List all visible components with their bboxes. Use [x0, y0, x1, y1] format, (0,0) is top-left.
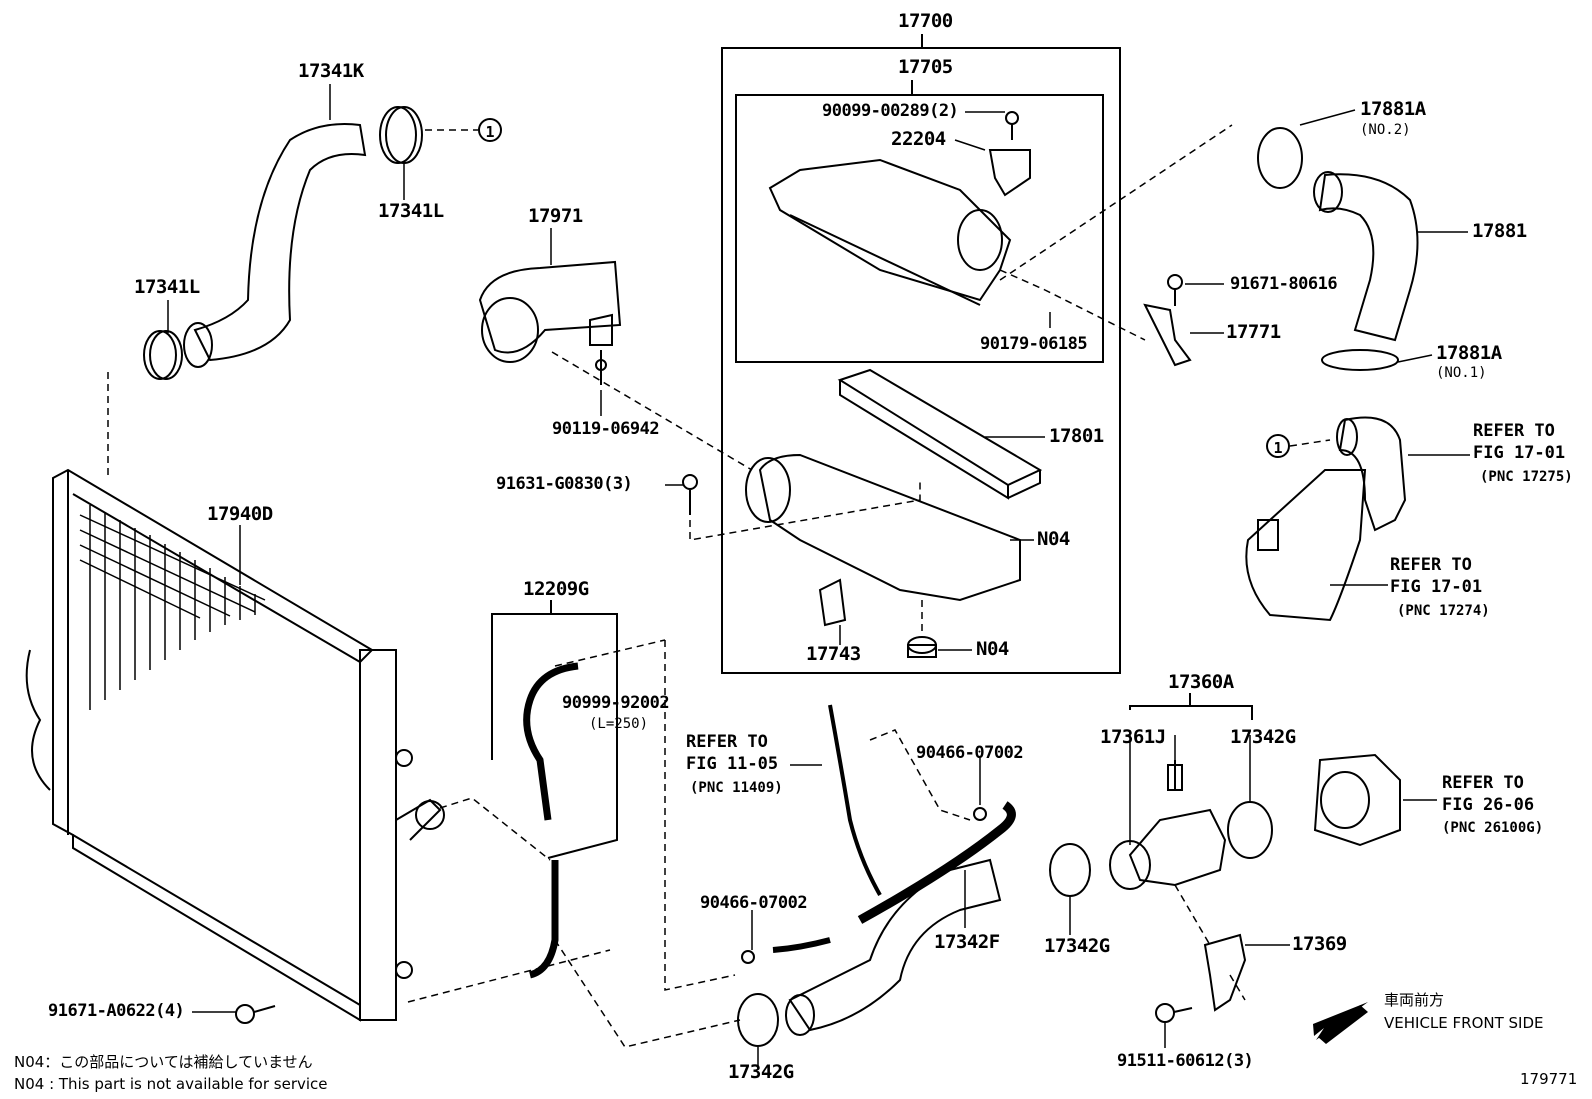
label-91671-A0622[interactable]: 91671-A0622(4) — [48, 1001, 185, 1021]
footnote-en: N04 : This part is not available for ser… — [14, 1075, 328, 1093]
label-90099-00289[interactable]: 90099-00289(2) — [822, 101, 959, 121]
throttle-body — [1313, 753, 1401, 847]
label-17881A-no2[interactable]: 17881A — [1360, 98, 1426, 120]
label-17360A[interactable]: 17360A — [1168, 671, 1234, 693]
label-22204[interactable]: 22204 — [891, 128, 946, 150]
air-cleaner-case — [758, 453, 1021, 602]
refer-to-d-line1[interactable]: REFER TO — [1442, 773, 1524, 793]
refer-to-c-pnc: (PNC 11409) — [690, 780, 783, 796]
label-90466-07002-top[interactable]: 90466-07002 — [916, 743, 1024, 763]
refer-to-d-pnc: (PNC 26100G) — [1442, 820, 1544, 836]
label-17971[interactable]: 17971 — [528, 205, 583, 227]
air-hose-17342F — [788, 858, 1002, 1032]
label-17341K[interactable]: 17341K — [298, 60, 364, 82]
label-90999-length: (L=250) — [589, 716, 649, 732]
refer-to-b-pnc: (PNC 17274) — [1397, 603, 1490, 619]
label-n04-case[interactable]: N04 — [1037, 528, 1070, 550]
label-17801[interactable]: 17801 — [1049, 425, 1104, 447]
label-90999-92002[interactable]: 90999-92002 — [562, 693, 670, 713]
label-17369[interactable]: 17369 — [1292, 933, 1347, 955]
label-17361J[interactable]: 17361J — [1100, 726, 1166, 748]
air-cleaner-cap-box — [735, 94, 1104, 363]
label-17940D[interactable]: 17940D — [207, 503, 273, 525]
label-91631-G0830[interactable]: 91631-G0830(3) — [496, 474, 633, 494]
label-17881A-no2-sub: (NO.2) — [1360, 122, 1411, 138]
label-17881A-no1-sub: (NO.1) — [1436, 365, 1487, 381]
label-17342G-middle[interactable]: 17342G — [1044, 935, 1110, 957]
refer-to-a-line1[interactable]: REFER TO — [1473, 421, 1555, 441]
radiator-core-fins — [79, 505, 266, 710]
refer-to-c-line2[interactable]: FIG 11-05 — [686, 754, 779, 774]
upper-radiator-hose — [193, 123, 367, 362]
hose-clamp-17881A-no2 — [1257, 127, 1303, 189]
vehicle-front-en: VEHICLE FRONT SIDE — [1384, 1014, 1544, 1032]
label-17342G-bottom[interactable]: 17342G — [728, 1061, 794, 1083]
figure-id: 179771 — [1520, 1070, 1578, 1088]
air-intake-duct — [478, 260, 622, 354]
vehicle-front-jp: 車両前方 — [1384, 991, 1445, 1009]
label-17881[interactable]: 17881 — [1472, 220, 1527, 242]
refer-to-a-pnc: (PNC 17275) — [1480, 469, 1573, 485]
label-17771[interactable]: 17771 — [1226, 321, 1281, 343]
label-17700[interactable]: 17700 — [898, 10, 953, 32]
label-90179-06185[interactable]: 90179-06185 — [980, 334, 1088, 354]
label-17342F[interactable]: 17342F — [934, 931, 1000, 953]
refer-to-c-line1[interactable]: REFER TO — [686, 732, 768, 752]
water-outlet — [1245, 469, 1367, 622]
radiator — [25, 468, 445, 1022]
reference-circle-1-right[interactable]: 1 — [1266, 434, 1290, 458]
label-17881A-no1[interactable]: 17881A — [1436, 342, 1502, 364]
label-17341L-left[interactable]: 17341L — [134, 276, 200, 298]
intake-connector — [1338, 416, 1407, 532]
label-91671-80616[interactable]: 91671-80616 — [1230, 274, 1338, 294]
label-90466-07002-bottom[interactable]: 90466-07002 — [700, 893, 808, 913]
label-12209G[interactable]: 12209G — [523, 578, 589, 600]
label-17743[interactable]: 17743 — [806, 643, 861, 665]
label-17341L-top[interactable]: 17341L — [378, 200, 444, 222]
refer-to-b-line1[interactable]: REFER TO — [1390, 555, 1472, 575]
air-cleaner-cap — [768, 158, 1012, 302]
label-n04-bushing[interactable]: N04 — [976, 638, 1009, 660]
label-91511-60612[interactable]: 91511-60612(3) — [1117, 1051, 1254, 1071]
label-90119-06942[interactable]: 90119-06942 — [552, 419, 660, 439]
label-17342G-right[interactable]: 17342G — [1230, 726, 1296, 748]
reference-circle-1-top[interactable]: 1 — [478, 118, 502, 142]
refer-to-a-line2[interactable]: FIG 17-01 — [1473, 443, 1566, 463]
refer-to-d-line2[interactable]: FIG 26-06 — [1442, 795, 1535, 815]
refer-to-b-line2[interactable]: FIG 17-01 — [1390, 577, 1483, 597]
footnote-jp: N04：この部品については補給していません — [14, 1053, 313, 1071]
air-filter-element — [837, 368, 1043, 487]
intake-hose-17881 — [1318, 173, 1419, 342]
label-17705[interactable]: 17705 — [898, 56, 953, 78]
vehicle-front-arrow — [1313, 1002, 1368, 1044]
